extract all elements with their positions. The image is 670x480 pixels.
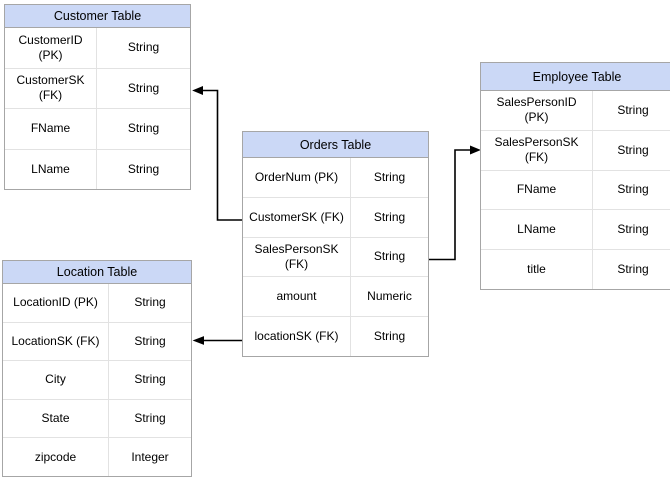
field-type: String bbox=[127, 40, 160, 55]
field-type: String bbox=[617, 222, 649, 237]
field-name: LName bbox=[5, 149, 97, 189]
table-row[interactable]: City String bbox=[3, 360, 191, 399]
connector-orders-to-location[interactable] bbox=[192, 336, 242, 345]
table-row[interactable]: zipcode Integer bbox=[3, 437, 191, 476]
field-name: CustomerSK (FK) bbox=[5, 68, 97, 108]
table-row[interactable]: SalesPersonSK (FK) String bbox=[243, 236, 428, 277]
field-type: String bbox=[617, 102, 649, 117]
field-type: String bbox=[134, 411, 166, 426]
table-row[interactable]: CustomerSK (FK) String bbox=[243, 196, 428, 237]
field-type: String bbox=[127, 80, 160, 95]
connector-line[interactable] bbox=[429, 149, 471, 261]
table-title: Employee Table bbox=[481, 63, 670, 91]
field-name: CustomerID (PK) bbox=[5, 28, 97, 68]
connector-orders-to-customer[interactable] bbox=[192, 86, 243, 221]
field-name: SalesPersonID (PK) bbox=[481, 91, 593, 130]
field-type: String bbox=[373, 169, 406, 184]
field-type: String bbox=[373, 329, 406, 344]
table-row[interactable]: CustomerID (PK) String bbox=[5, 28, 190, 68]
field-type: Numeric bbox=[367, 289, 412, 304]
field-name: title bbox=[481, 250, 593, 289]
table-row[interactable]: SalesPersonID (PK) String bbox=[481, 91, 670, 130]
table-title: Location Table bbox=[3, 261, 191, 284]
field-type: String bbox=[134, 372, 166, 387]
field-name: FName bbox=[5, 109, 97, 149]
field-name: CustomerSK (FK) bbox=[243, 197, 351, 237]
field-type: Integer bbox=[131, 449, 169, 464]
field-type: String bbox=[617, 262, 649, 277]
field-name: State bbox=[3, 399, 109, 438]
field-type: String bbox=[617, 182, 649, 197]
field-type: String bbox=[134, 295, 166, 310]
table-row[interactable]: State String bbox=[3, 398, 191, 438]
arrowhead-icon bbox=[470, 145, 481, 155]
table-row[interactable]: LocationID (PK) String bbox=[3, 284, 191, 322]
field-type: String bbox=[127, 161, 160, 176]
field-type: String bbox=[373, 249, 406, 264]
field-name: LocationSK (FK) bbox=[3, 322, 109, 361]
field-name: SalesPersonSK (FK) bbox=[243, 237, 351, 277]
field-type: String bbox=[373, 209, 406, 224]
table-row[interactable]: LName String bbox=[5, 148, 190, 189]
field-type: String bbox=[127, 121, 160, 136]
connector-orders-to-employee[interactable] bbox=[429, 145, 481, 261]
field-name: SalesPersonSK (FK) bbox=[481, 130, 593, 170]
table-row[interactable]: LocationSK (FK) String bbox=[3, 321, 191, 361]
field-name: amount bbox=[243, 277, 351, 317]
table-row[interactable]: CustomerSK (FK) String bbox=[5, 67, 190, 108]
table-row[interactable]: locationSK (FK) String bbox=[243, 316, 428, 356]
table-row[interactable]: FName String bbox=[5, 108, 190, 149]
field-name: locationSK (FK) bbox=[243, 317, 351, 356]
field-name: OrderNum (PK) bbox=[243, 158, 351, 197]
field-type: String bbox=[617, 142, 649, 157]
arrowhead-icon bbox=[192, 336, 204, 345]
field-name: FName bbox=[481, 170, 593, 210]
field-name: LName bbox=[481, 210, 593, 250]
table-row[interactable]: title String bbox=[481, 249, 670, 289]
table-row[interactable]: SalesPersonSK (FK) String bbox=[481, 129, 670, 170]
field-name: LocationID (PK) bbox=[3, 284, 109, 322]
table-row[interactable]: OrderNum (PK) String bbox=[243, 158, 428, 197]
arrowhead-icon bbox=[192, 86, 203, 95]
field-type: String bbox=[134, 333, 166, 348]
table-title: Customer Table bbox=[5, 5, 190, 28]
connector-line[interactable] bbox=[202, 89, 242, 221]
table-row[interactable]: FName String bbox=[481, 169, 670, 210]
field-name: zipcode bbox=[3, 438, 109, 476]
table-row[interactable]: LName String bbox=[481, 209, 670, 250]
table-row[interactable]: amount Numeric bbox=[243, 276, 428, 317]
field-name: City bbox=[3, 361, 109, 399]
table-title: Orders Table bbox=[243, 132, 428, 158]
